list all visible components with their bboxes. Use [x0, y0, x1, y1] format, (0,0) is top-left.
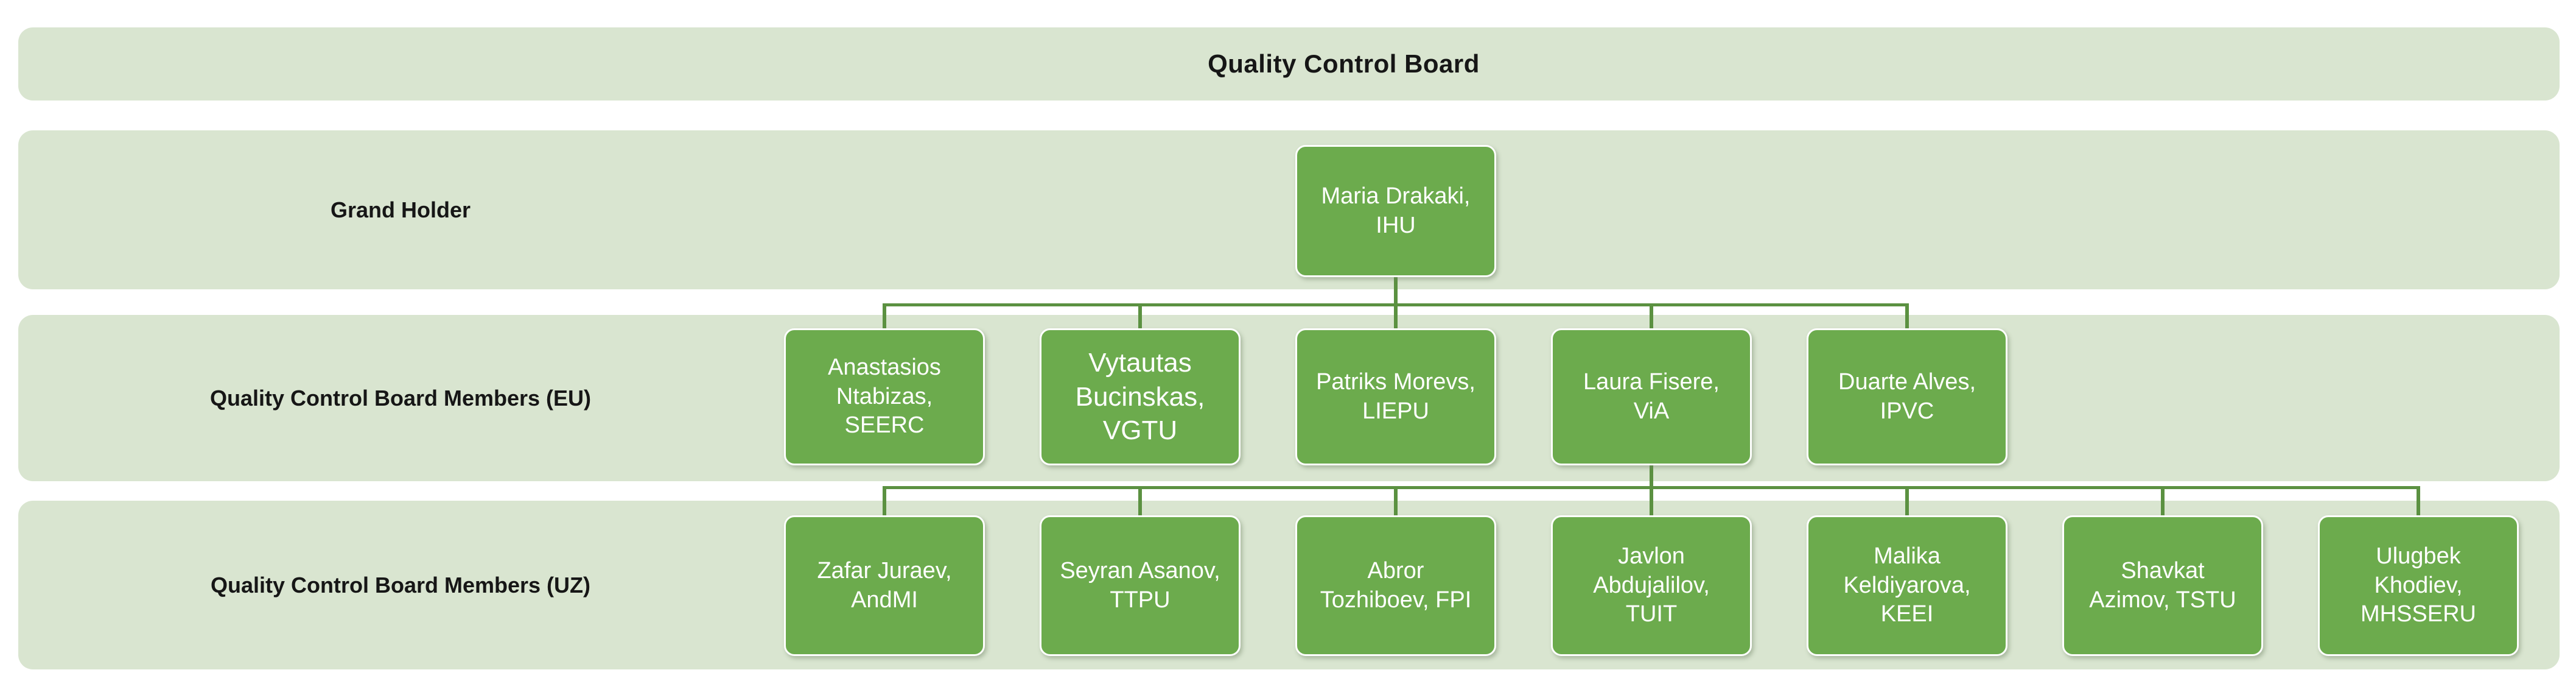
node-abror-tozhiboev: Abror Tozhiboev, FPI — [1295, 515, 1496, 656]
connector-uz-horizontal — [883, 486, 2420, 489]
node-seyran-asanov: Seyran Asanov, TTPU — [1040, 515, 1241, 656]
node-maria-drakaki: Maria Drakaki, IHU — [1295, 145, 1496, 277]
chart-title: Quality Control Board — [1208, 49, 1480, 78]
uz-members-label: Quality Control Board Members (UZ) — [210, 572, 591, 598]
node-shavkat-azimov: Shavkat Azimov, TSTU — [2062, 515, 2263, 656]
eu-members-band — [18, 315, 2560, 481]
node-ulugbek-khodiev: Ulugbek Khodiev, MHSSERU — [2318, 515, 2519, 656]
title-band: Quality Control Board — [18, 27, 2560, 101]
connector-uz-drop-7 — [2417, 486, 2420, 515]
node-laura-fisere: Laura Fisere, ViA — [1551, 328, 1752, 465]
node-javlon-abdujalilov: Javlon Abdujalilov, TUIT — [1551, 515, 1752, 656]
connector-eu-drop-5 — [1905, 303, 1909, 328]
connector-eu-drop-4 — [1650, 303, 1653, 328]
connector-uz-drop-2 — [1138, 486, 1142, 515]
grand-holder-band — [18, 130, 2560, 289]
node-malika-keldiyarova: Malika Keldiyarova, KEEI — [1807, 515, 2007, 656]
connector-eu-drop-1 — [883, 303, 886, 328]
eu-members-label: Quality Control Board Members (EU) — [209, 385, 592, 411]
node-duarte-alves: Duarte Alves, IPVC — [1807, 328, 2007, 465]
connector-uz-drop-3 — [1394, 486, 1398, 515]
connector-uz-drop-1 — [883, 486, 886, 515]
node-anastasios-ntabizas: Anastasios Ntabizas, SEERC — [784, 328, 985, 465]
node-vytautas-bucinskas: Vytautas Bucinskas, VGTU — [1040, 328, 1241, 465]
connector-grand-to-eu-stem — [1394, 277, 1398, 328]
connector-eu-horizontal — [883, 303, 1909, 306]
connector-uz-drop-5 — [1905, 486, 1909, 515]
connector-eu-drop-2 — [1138, 303, 1142, 328]
grand-holder-label: Grand Holder — [330, 197, 471, 222]
node-patriks-morevs: Patriks Morevs, LIEPU — [1295, 328, 1496, 465]
node-zafar-juraev: Zafar Juraev, AndMI — [784, 515, 985, 656]
connector-uz-drop-6 — [2161, 486, 2165, 515]
connector-eu-to-uz-stem — [1650, 465, 1653, 515]
